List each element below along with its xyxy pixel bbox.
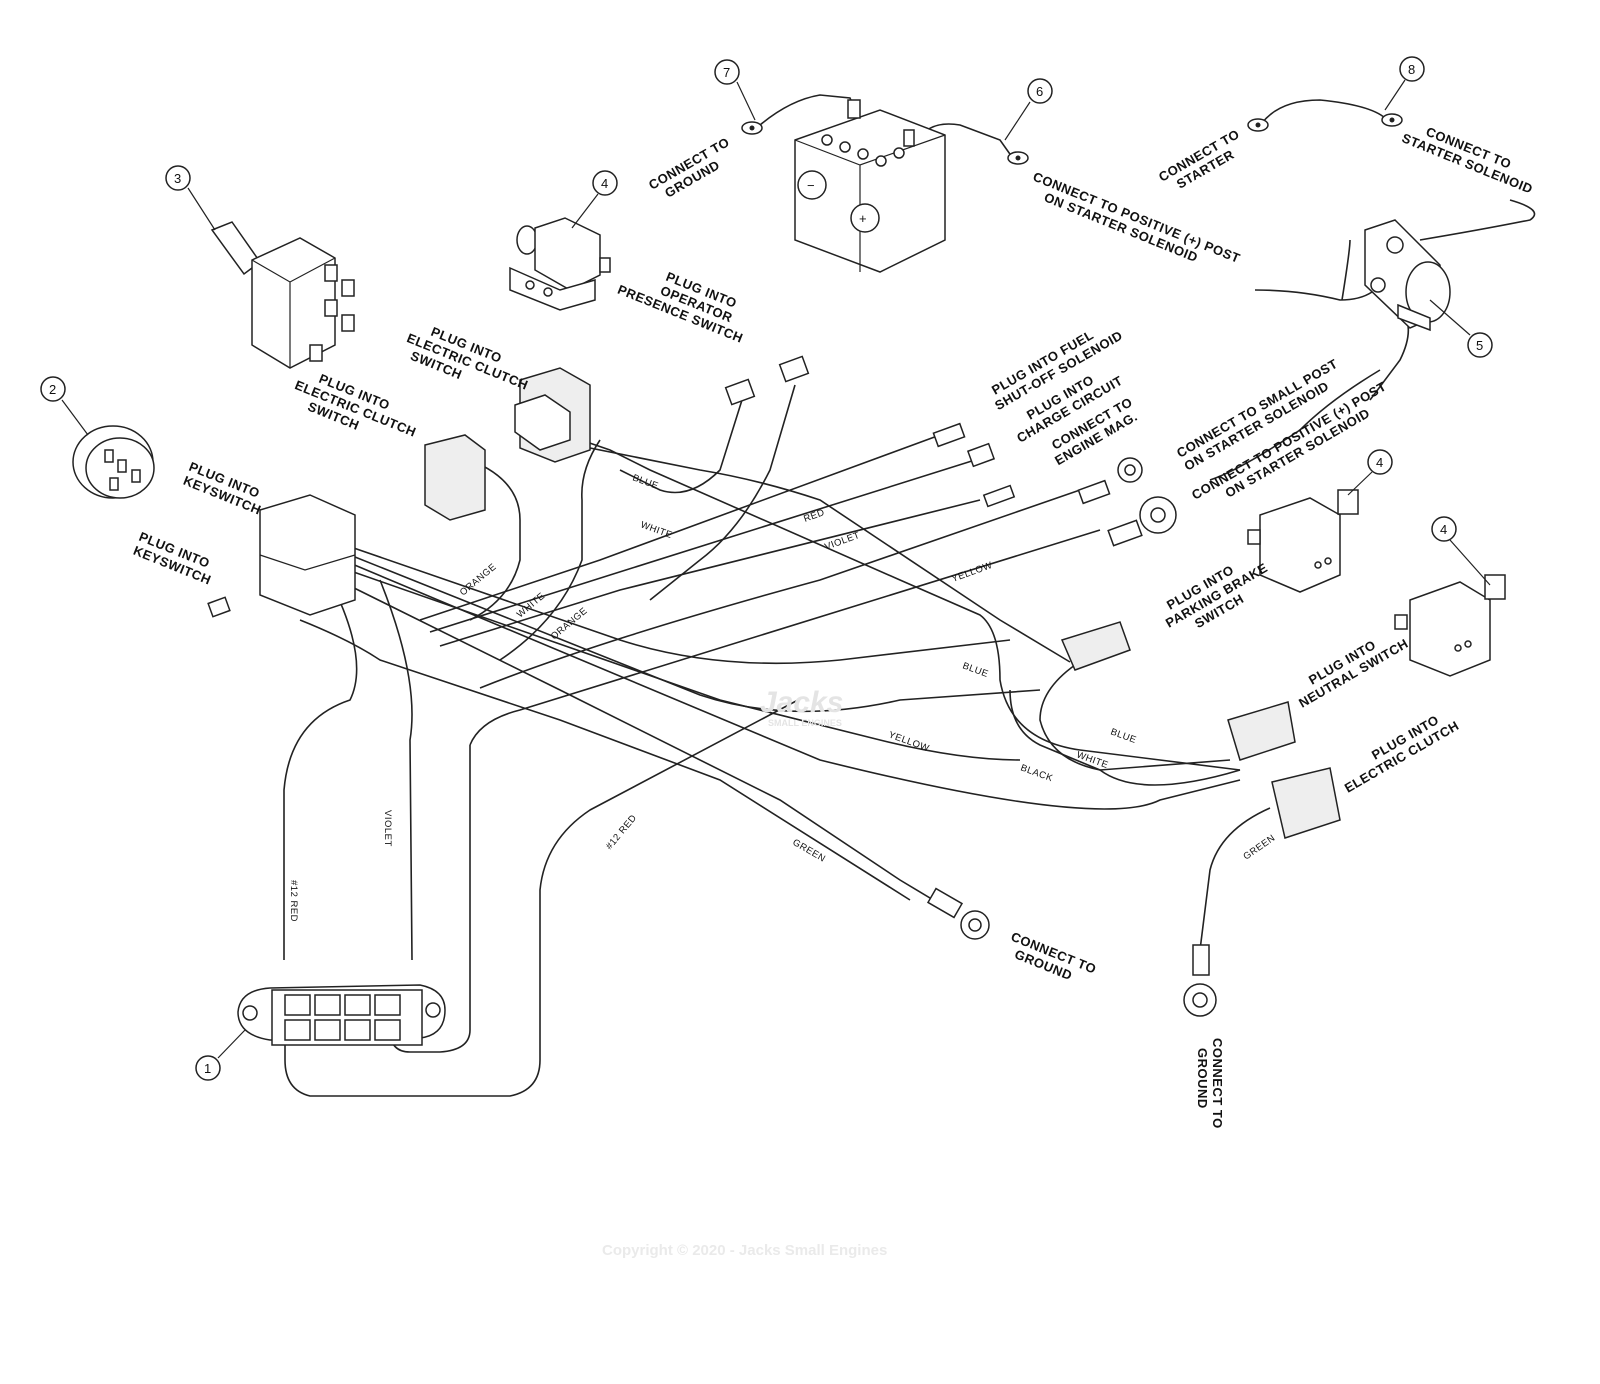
wire-label-blue-3: BLUE	[1109, 726, 1138, 746]
cable-terminals	[741, 113, 1403, 165]
label-neutral-switch: PLUG INTO NEUTRAL SWITCH	[1289, 623, 1411, 711]
callout-2: 2	[49, 382, 56, 397]
wire-label-yellow-2: YELLOW	[887, 729, 931, 754]
wire-label-orange: ORANGE	[458, 561, 499, 598]
wire-label-green-2: GREEN	[1241, 833, 1277, 863]
callout-3: 3	[174, 171, 181, 186]
mag-terminal	[982, 484, 1016, 508]
svg-text:SMALL ENGINES: SMALL ENGINES	[768, 718, 842, 728]
starter-solenoid	[1364, 219, 1451, 332]
callout-8: 8	[1408, 62, 1415, 77]
fuse-block	[237, 984, 446, 1046]
label-starter-8: CONNECT TO STARTER	[1156, 124, 1253, 197]
label-green-ground: CONNECT TO GROUND	[1003, 929, 1102, 992]
callout-7: 7	[723, 65, 730, 80]
label-keyswitch-2: PLUG INTO KEYSWITCH	[131, 529, 219, 588]
label-electric-clutch: PLUG INTO ELECTRIC CLUTCH	[1334, 705, 1461, 796]
label-clutch-ground: CONNECT TO GROUND	[1195, 1038, 1225, 1133]
ground-cable-wire	[759, 94, 856, 126]
toggle-switch	[210, 221, 355, 369]
wire-bundle	[283, 199, 1536, 1097]
watermark-logo: Jacks SMALL ENGINES	[760, 686, 843, 728]
wire-label-violet-2: VIOLET	[382, 810, 393, 847]
operator-presence-switch	[509, 217, 611, 311]
connectors	[207, 355, 1341, 1017]
wire-label-yellow: YELLOW	[950, 560, 994, 585]
presence-terminal-2	[778, 355, 810, 383]
wire-label-blue: BLUE	[631, 472, 660, 492]
parking-brake-switch	[1247, 489, 1359, 593]
neutral-plug	[1227, 701, 1296, 761]
callouts: 7 6 8 3 4 2 5 4 4 1	[40, 56, 1493, 1081]
starter-cable-wire	[1261, 99, 1386, 124]
wire-label-red: RED	[802, 507, 826, 525]
charge-terminal	[966, 442, 996, 468]
callout-4-mid: 4	[1376, 455, 1383, 470]
elec-clutch-plug-2	[424, 434, 486, 521]
neutral-switch	[1394, 574, 1506, 677]
svg-text:Jacks: Jacks	[760, 686, 843, 719]
label-elec-clutch-switch-2: PLUG INTO ELECTRIC CLUTCH SWITCH	[287, 363, 428, 455]
electric-clutch-plug	[1271, 767, 1341, 839]
wire-label-green: GREEN	[791, 837, 828, 865]
parking-brake-plug	[1060, 621, 1131, 671]
wire-label-white: WHITE	[639, 519, 674, 541]
callout-1: 1	[204, 1061, 211, 1076]
callout-5: 5	[1476, 338, 1483, 353]
keyswitch	[72, 425, 155, 499]
label-positive-6: CONNECT TO POSITIVE (+) POST ON STARTER …	[1025, 169, 1246, 282]
wire-label-12-red-2: #12 RED	[604, 813, 639, 852]
label-elec-clutch-switch-1: PLUG INTO ELECTRIC CLUTCH SWITCH	[399, 316, 540, 408]
wire-label-black: BLACK	[1019, 762, 1055, 784]
keyswitch-plug	[259, 494, 356, 616]
connection-labels: CONNECT TO GROUND CONNECT TO POSITIVE (+…	[131, 116, 1541, 1133]
wire-label-12-red: #12 RED	[288, 880, 299, 922]
wire-label-blue-2: BLUE	[961, 660, 990, 680]
callout-4-right: 4	[1440, 522, 1447, 537]
label-keyswitch-1: PLUG INTO KEYSWITCH	[181, 459, 269, 518]
callout-6: 6	[1036, 84, 1043, 99]
fuel-terminal	[932, 422, 966, 448]
callout-4-top: 4	[601, 176, 608, 191]
label-parking-brake: PLUG INTO PARKING BRAKE SWITCH	[1155, 545, 1281, 644]
label-ground-7: CONNECT TO GROUND	[646, 132, 743, 205]
battery: − +	[794, 99, 946, 273]
battery-minus-icon: −	[807, 178, 815, 193]
battery-plus-icon: +	[859, 211, 867, 226]
copyright-notice: Copyright © 2020 - Jacks Small Engines	[602, 1242, 887, 1259]
wire-label-violet: VIOLET	[823, 530, 861, 553]
presence-terminal-1	[724, 378, 756, 406]
label-starter-solenoid-8: CONNECT TO STARTER SOLENOID	[1400, 116, 1541, 196]
keyswitch-spade	[207, 596, 231, 618]
label-operator-presence: PLUG INTO OPERATOR PRESENCE SWITCH	[616, 254, 757, 346]
